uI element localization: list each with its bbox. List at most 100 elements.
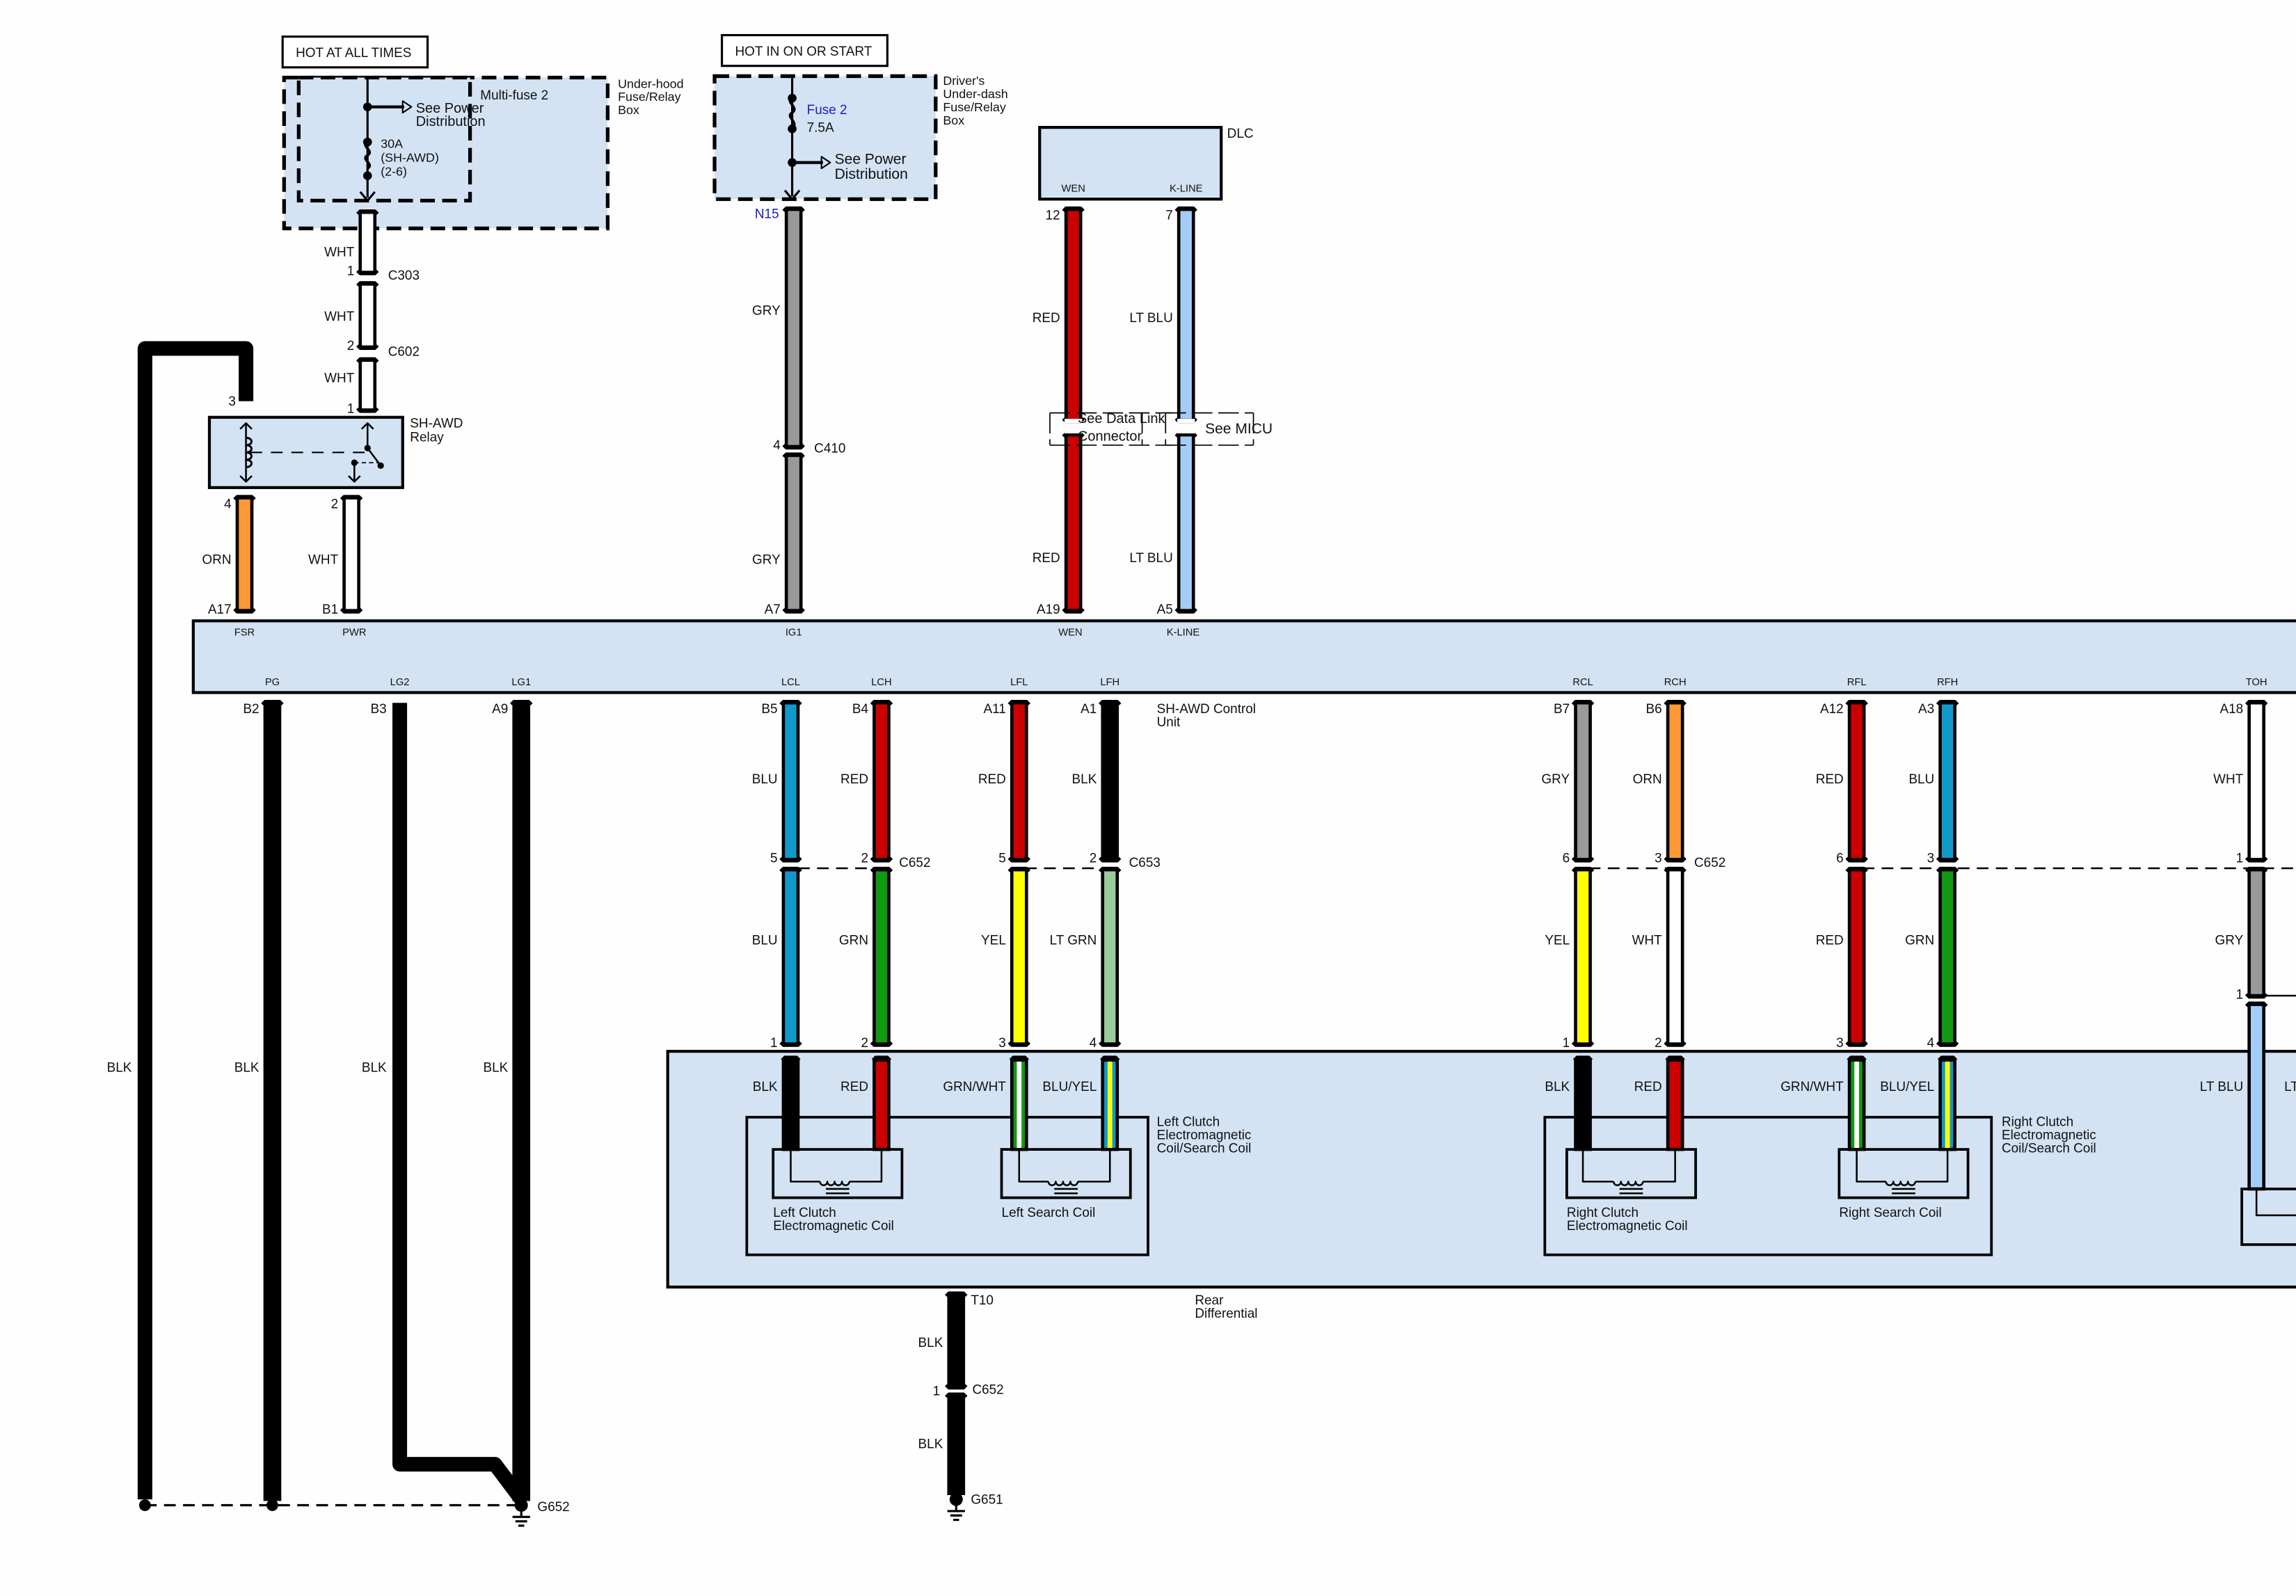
pin-number: 6 bbox=[1563, 852, 1570, 866]
pin-number: A17 bbox=[208, 603, 232, 617]
relay-contact bbox=[360, 422, 374, 449]
pin-number: 1 bbox=[347, 401, 355, 416]
wire-end-cap bbox=[1007, 856, 1031, 863]
arrow-right-icon bbox=[820, 156, 831, 170]
wire-end-cap bbox=[1007, 866, 1031, 872]
fuse-rating-label: 7.5A bbox=[807, 120, 834, 135]
hot-at-all-times-box bbox=[281, 35, 429, 69]
wire-color-label: RED bbox=[1634, 1080, 1662, 1094]
wire-stripe bbox=[1854, 1061, 1859, 1148]
fuse-icon bbox=[788, 97, 796, 130]
pin-number: 1 bbox=[2236, 987, 2244, 1002]
wire-17 bbox=[872, 701, 891, 861]
pin-number: 1 bbox=[347, 264, 355, 279]
lg2-wire bbox=[392, 703, 527, 1504]
fuse-2-label: Fuse 2 bbox=[807, 103, 847, 118]
pin-number: A5 bbox=[1157, 603, 1173, 617]
underhood-box-label: Box bbox=[618, 103, 639, 117]
pin-number: 3 bbox=[1836, 1036, 1844, 1051]
left-coil-group-label: Electromagnetic bbox=[1157, 1128, 1252, 1142]
wire-color-label: GRN/WHT bbox=[1780, 1080, 1844, 1094]
wire-color-label: BLU bbox=[752, 933, 778, 948]
underdash-box-label: Driver's bbox=[943, 74, 984, 88]
wire-end-cap bbox=[2245, 866, 2268, 872]
pin-number: B7 bbox=[1554, 702, 1570, 717]
wire-20 bbox=[1010, 868, 1028, 1046]
relay-contact bbox=[348, 463, 361, 483]
wire-14 bbox=[512, 701, 531, 1501]
fuse-rating-label: 30A bbox=[381, 137, 403, 151]
see-power-distribution-label: Distribution bbox=[835, 166, 908, 182]
ground-splice-dot bbox=[138, 1499, 151, 1511]
wire-end-cap bbox=[1664, 866, 1687, 872]
multifuse-2-box bbox=[296, 75, 472, 202]
wire-end-cap bbox=[1009, 1055, 1029, 1062]
wire-color-label: BLK bbox=[483, 1061, 508, 1076]
see-power-distribution-label: See Power bbox=[835, 152, 907, 168]
connector-c410-label: C410 bbox=[814, 441, 845, 456]
wire-end-cap bbox=[779, 856, 802, 863]
terminal-label: RCL bbox=[1572, 677, 1593, 688]
wire-color-label: WHT bbox=[324, 245, 355, 260]
wire-end-cap bbox=[779, 866, 802, 872]
wire-end-cap bbox=[1174, 206, 1197, 212]
left-coil-group-label: Coil/Search Coil bbox=[1157, 1141, 1252, 1156]
wire-color-label: BLU bbox=[752, 772, 778, 787]
wire-end-cap bbox=[1665, 1055, 1685, 1062]
hot-in-on-or-start-box bbox=[720, 33, 888, 67]
wire-12 bbox=[263, 701, 282, 1501]
wire-3 bbox=[235, 496, 254, 612]
wire-end-cap bbox=[1664, 1041, 1687, 1047]
wire-end-cap bbox=[782, 608, 805, 614]
wire-end-cap bbox=[356, 209, 379, 215]
wire-color-label: YEL bbox=[1545, 933, 1570, 948]
wire-stripe bbox=[1017, 1061, 1022, 1148]
wire-38 bbox=[1574, 1058, 1592, 1151]
pin-number: 2 bbox=[347, 339, 355, 353]
sh-awd-control-unit bbox=[191, 619, 2296, 694]
wire-color-label: BLK bbox=[1072, 772, 1097, 787]
control-unit-label: Unit bbox=[1157, 715, 1181, 730]
ground-splice-dot bbox=[266, 1499, 278, 1511]
ground-g651-label: G651 bbox=[971, 1492, 1003, 1507]
terminal-label: FSR bbox=[234, 627, 255, 638]
wire-4 bbox=[342, 496, 360, 612]
wire-color-label: RED bbox=[1033, 551, 1060, 566]
wire-end-cap bbox=[1936, 699, 1959, 705]
pin-number: A7 bbox=[765, 603, 781, 617]
wire-end-cap bbox=[1847, 1055, 1867, 1062]
wire-color-label: BLK bbox=[107, 1061, 132, 1076]
pin-number: 1 bbox=[770, 1036, 778, 1051]
pin-number: B2 bbox=[243, 702, 259, 717]
terminal-t10-label: T10 bbox=[971, 1293, 994, 1308]
connector-c652-label: C652 bbox=[972, 1383, 1003, 1398]
pin-number: 6 bbox=[1836, 852, 1844, 866]
pin-number: 3 bbox=[998, 1036, 1006, 1051]
wire-color-label: GRY bbox=[1541, 772, 1570, 787]
wire-color-label: BLK bbox=[918, 1437, 943, 1451]
pin-number: B4 bbox=[852, 702, 868, 717]
arrow-down-icon bbox=[359, 191, 376, 202]
wire-34 bbox=[781, 1058, 800, 1151]
relay-label: Relay bbox=[410, 431, 444, 445]
wire-2 bbox=[358, 358, 377, 412]
connector-c652-label: C652 bbox=[899, 856, 930, 870]
ground-icon bbox=[947, 1505, 965, 1522]
right-coil-group-label: Right Clutch bbox=[2002, 1115, 2073, 1129]
terminal-label: RCH bbox=[1664, 677, 1687, 688]
wire-end-cap bbox=[1845, 866, 1868, 872]
wire-end-cap bbox=[1845, 1041, 1868, 1047]
wire-color-label: RED bbox=[1033, 311, 1060, 326]
wire-end-cap bbox=[356, 357, 379, 363]
pin-number: 4 bbox=[224, 497, 232, 511]
wire-end-cap bbox=[1099, 866, 1122, 872]
wire-39 bbox=[1666, 1058, 1684, 1151]
coil-core-icon bbox=[1892, 1188, 1915, 1195]
wire-color-label: WHT bbox=[324, 310, 355, 324]
wire-stripe bbox=[1945, 1061, 1950, 1148]
relay-label: SH-AWD bbox=[410, 417, 463, 431]
control-unit-label: SH-AWD Control bbox=[1157, 702, 1256, 717]
wire-end-cap bbox=[779, 1041, 802, 1047]
wire-color-label: BLK bbox=[918, 1336, 943, 1350]
wire-end-cap bbox=[1664, 856, 1687, 863]
